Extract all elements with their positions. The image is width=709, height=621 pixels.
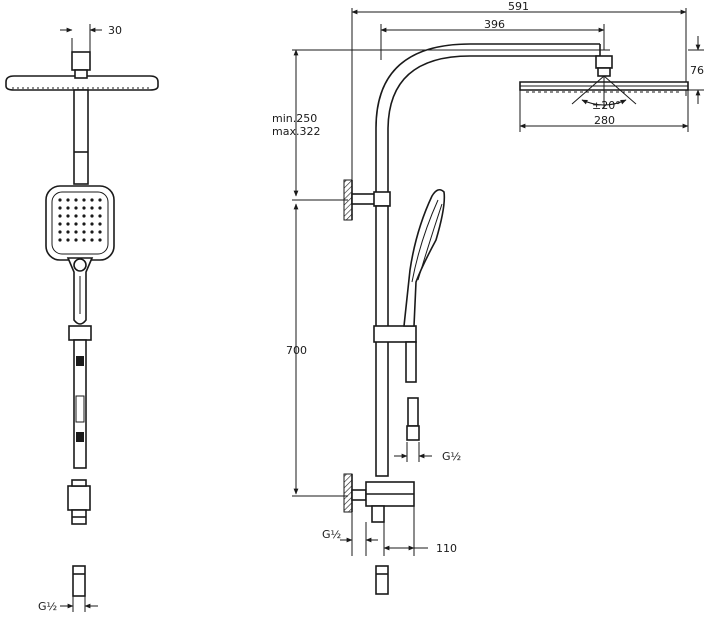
wall-section-bottom bbox=[343, 473, 353, 513]
hose-upper bbox=[405, 341, 417, 383]
front-overhead-head bbox=[5, 75, 159, 91]
nozzle-dot bbox=[58, 230, 62, 234]
nozzle-dot bbox=[90, 198, 94, 202]
bracket-clamp bbox=[373, 191, 391, 207]
nozzle-dot bbox=[66, 238, 70, 242]
front-mixer bbox=[67, 485, 91, 511]
tilt-line-left bbox=[571, 75, 605, 105]
nozzle-dot bbox=[82, 230, 86, 234]
nozzle-dot bbox=[58, 214, 62, 218]
nozzle-dot bbox=[74, 238, 78, 242]
dim-tilt-angle: ±20° bbox=[592, 99, 621, 112]
hand-shower-side bbox=[403, 188, 446, 327]
dim-thread-front: G½ bbox=[38, 600, 57, 613]
mixer-top-collar bbox=[71, 479, 87, 487]
front-top-nut bbox=[71, 51, 91, 71]
side-view: 591 396 76 ±20° 280 bbox=[272, 0, 704, 595]
nozzle-dot bbox=[66, 206, 70, 210]
tilt-arc bbox=[581, 99, 627, 106]
nozzle-dot bbox=[66, 198, 70, 202]
nozzle-dot bbox=[74, 198, 78, 202]
nozzle-dot bbox=[90, 230, 94, 234]
tilt-line-right bbox=[603, 75, 637, 105]
nozzle-dot bbox=[90, 238, 94, 242]
mixer-outlet bbox=[371, 505, 385, 523]
nozzle-dot bbox=[74, 214, 78, 218]
shower-arm-outer bbox=[375, 43, 600, 196]
nozzle-dot bbox=[82, 222, 86, 226]
front-view: 30 G½ bbox=[5, 24, 159, 613]
hand-shower-face bbox=[45, 185, 115, 261]
hose-lower bbox=[407, 397, 419, 427]
shower-arm-inner bbox=[387, 55, 600, 196]
head-connector bbox=[74, 69, 88, 79]
dim-nut-width: 30 bbox=[108, 24, 122, 37]
nozzle-dot bbox=[82, 214, 86, 218]
nozzle-dot bbox=[74, 230, 78, 234]
nozzle-dot bbox=[66, 222, 70, 226]
nozzle-dot bbox=[98, 206, 102, 210]
dim-bar-length: 700 bbox=[286, 344, 307, 357]
hand-shower-inner bbox=[51, 191, 109, 255]
nozzle-dot bbox=[66, 230, 70, 234]
dim-max-height: max.322 bbox=[272, 125, 320, 138]
hand-shower-button bbox=[73, 258, 87, 272]
dim-thread-hand: G½ bbox=[442, 450, 461, 463]
hose-nut bbox=[406, 425, 420, 441]
nozzle-dot bbox=[58, 198, 62, 202]
front-upper-tube bbox=[73, 89, 89, 185]
nozzle-dot bbox=[98, 230, 102, 234]
mixer-wall-pipe bbox=[351, 489, 367, 501]
wall-section-top bbox=[343, 179, 353, 221]
nozzle-dot bbox=[90, 206, 94, 210]
front-bottom-fitting bbox=[72, 565, 86, 597]
dim-head-height: 76 bbox=[690, 64, 704, 77]
nozzle-dot bbox=[82, 238, 86, 242]
nozzle-dot bbox=[58, 238, 62, 242]
side-head-nut bbox=[595, 55, 613, 69]
bar-mark bbox=[76, 432, 84, 442]
side-slider bbox=[373, 325, 417, 343]
dim-mixer-depth: 110 bbox=[436, 542, 457, 555]
nozzle-dot bbox=[58, 222, 62, 226]
nozzle-dot bbox=[82, 198, 86, 202]
dim-overall-width: 591 bbox=[508, 0, 529, 13]
front-slider bbox=[68, 325, 92, 341]
nozzle-dot bbox=[74, 206, 78, 210]
dim-arm-reach: 396 bbox=[484, 18, 505, 31]
hand-shower-edge bbox=[411, 199, 439, 283]
nozzle-dot bbox=[98, 198, 102, 202]
bar-mark bbox=[76, 356, 84, 366]
nozzle-dot bbox=[90, 214, 94, 218]
hand-shower-nozzles bbox=[58, 198, 102, 242]
dim-min-height: min.250 bbox=[272, 112, 317, 125]
hand-shower-edge bbox=[417, 203, 443, 281]
dim-thread-mixer: G½ bbox=[322, 528, 341, 541]
nozzle-dot bbox=[98, 222, 102, 226]
nozzle-dot bbox=[98, 238, 102, 242]
nozzle-dot bbox=[82, 206, 86, 210]
nozzle-dot bbox=[66, 214, 70, 218]
nozzle-dot bbox=[90, 222, 94, 226]
nozzle-dot bbox=[74, 222, 78, 226]
nozzle-dot bbox=[98, 214, 102, 218]
bar-window bbox=[75, 395, 85, 423]
side-head-ball bbox=[597, 67, 611, 77]
side-bottom-fitting bbox=[375, 565, 389, 595]
dim-head-diameter: 280 bbox=[594, 114, 615, 127]
nozzle-dot bbox=[58, 206, 62, 210]
